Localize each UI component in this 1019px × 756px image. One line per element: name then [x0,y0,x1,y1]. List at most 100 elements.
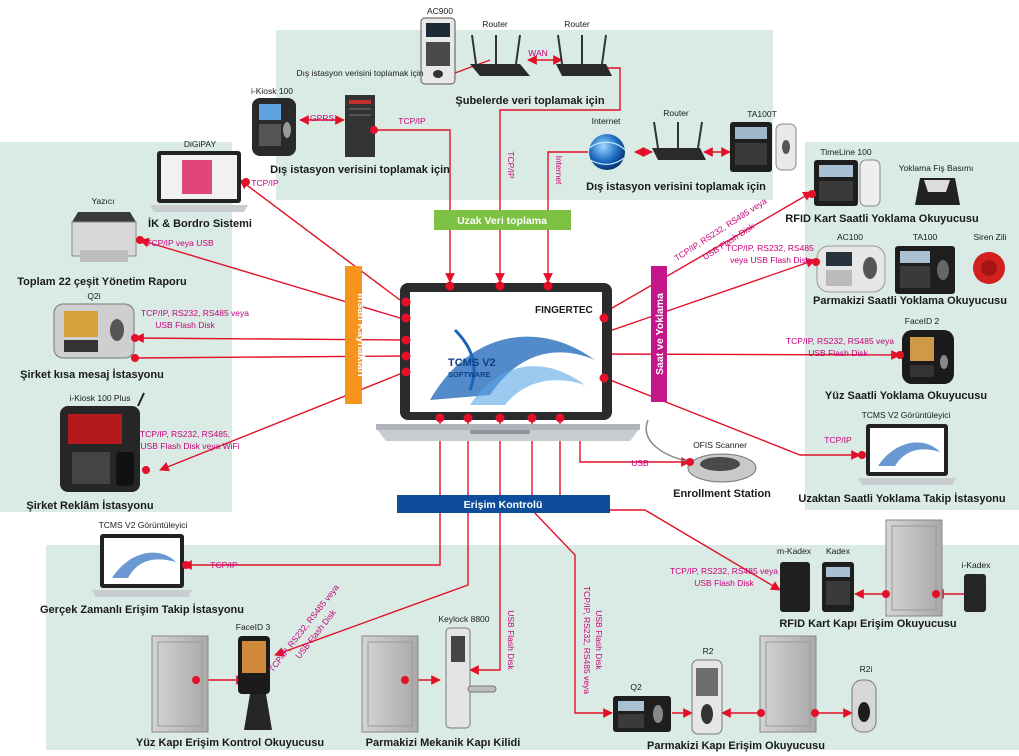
label-q2i-line2: USB Flash Disk [155,320,215,330]
brand-logo: FINGERTEC [535,305,593,316]
svg-text:i-Kiosk 100 Plus: i-Kiosk 100 Plus [70,393,131,403]
ikadex-reader: i-Kadex [962,560,992,612]
svg-text:Yoklama Fiş Basımı: Yoklama Fiş Basımı [899,163,974,173]
svg-text:Uzak Veri toplama: Uzak Veri toplama [457,215,547,227]
caption-rfid-door: RFID Kart Kapı Erişim Okuyucusu [779,618,956,630]
ikiosk100-terminal: i-Kiosk 100 [251,86,296,156]
svg-text:TCMS V2 Görüntüleyici: TCMS V2 Görüntüleyici [862,410,951,420]
keylock8800: Keylock 8800 [438,614,497,729]
caption-finger-door: Parmakizi Kapı Erişim Okuyucusu [647,740,825,752]
ta100t-terminal: TA100T [730,109,797,172]
viewer-laptop-time: TCMS V2 Görüntüleyici [858,410,956,485]
caption-face-time: Yüz Saatli Yoklama Okuyucusu [825,390,987,402]
label-wan: WAN [528,48,548,58]
caption-realtime-access: Gerçek Zamanlı Erişim Takip İstasyonu [40,603,244,616]
caption-rfid-time: RFID Kart Saatli Yoklama Okuyucusu [785,213,978,225]
center-port-dots [401,281,609,423]
band-remote: Uzak Veri toplama [434,210,571,230]
label-q2-line2: USB Flash Disk [594,610,604,670]
svg-text:R2i: R2i [860,664,873,674]
central-laptop: FINGERTEC TCMS V2 SOFTWARE [376,283,640,441]
svg-text:i-Kadex: i-Kadex [962,560,992,570]
band-hr: İnsan Kaynakları [345,266,368,404]
svg-text:Q2: Q2 [630,682,642,692]
label-tcpip-usb-printer: TCP/IP veya USB [146,238,214,248]
label-internet-vertical: Internet [554,156,564,185]
band-access: Erişim Kontrolü [397,495,610,513]
caption-remote-view: Uzaktan Saatli Yoklama Takip İstasyonu [798,492,1005,505]
software-title: TCMS V2 [448,357,496,369]
caption-face-door: Yüz Kapı Erişim Kontrol Okuyucusu [136,737,324,749]
kadex-reader: Kadex [822,546,854,612]
label-kadex-line1: TCP/IP, RS232, RS485 veya [670,566,778,576]
label-kiosk-line2: USB Flash Disk veya WiFi [140,441,239,451]
q2-terminal: Q2 [613,682,671,732]
label-kiosk-line1: TCP/IP, RS232, RS485, [140,429,230,439]
svg-text:TA100: TA100 [913,232,938,242]
label-tcpip-server: TCP/IP [398,116,426,126]
svg-text:TimeLine 100: TimeLine 100 [820,147,871,157]
r2-terminal: R2 [691,646,723,735]
svg-text:FaceID 2: FaceID 2 [905,316,940,326]
label-tcpip-branch: TCP/IP [506,151,516,179]
ikiosk100plus-terminal: i-Kiosk 100 Plus [60,392,145,492]
svg-text:TCMS V2 Görüntüleyici: TCMS V2 Görüntüleyici [99,520,188,530]
svg-text:Q2i: Q2i [87,291,100,301]
r2i-terminal: R2i [851,664,877,733]
label-kadex-line2: USB Flash Disk [694,578,754,588]
ofis-scanner: OFIS Scanner [645,419,757,483]
label-gprs: GPRS [310,113,334,123]
caption-finger-time: Parmakizi Saatli Yoklama Okuyucusu [813,295,1007,307]
caption-mech-lock: Parmakizi Mekanik Kapı Kilidi [366,737,521,749]
svg-text:Router: Router [564,19,590,29]
router-internet: Router [652,108,706,160]
label-tcpip-viewer: TCP/IP [824,435,852,445]
caption-enrollment: Enrollment Station [673,488,771,500]
caption-remote-internet: Dış istasyon verisini toplamak için [586,181,766,193]
label-usb-scanner: USB [631,458,649,468]
svg-text:Keylock 8800: Keylock 8800 [438,614,489,624]
caption-sms: Şirket kısa mesaj İstasyonu [20,368,164,381]
label-ac100-line2: veya USB Flash Disk [730,255,811,265]
digipay-laptop: DiGiPAY [150,139,248,212]
door-keylock [361,635,419,733]
label-tcpip-digipay: TCP/IP [251,178,279,188]
svg-text:Saat ve Yoklama: Saat ve Yoklama [654,293,666,375]
svg-text:Router: Router [482,19,508,29]
caption-branch: Şubelerde veri toplamak için [455,95,604,107]
door-faceid3 [151,635,209,733]
siren-bell-icon: Siren Zili [973,232,1007,284]
caption-report: Toplam 22 çeşit Yönetim Raporu [17,276,187,288]
svg-text:i-Kiosk 100: i-Kiosk 100 [251,86,293,96]
label-keylock-usb: USB Flash Disk [506,610,516,670]
ac900-terminal: AC900 [420,6,456,85]
label-ac100-line1: TCP/IP, RS232, RS485 [726,243,814,253]
svg-text:m-Kadex: m-Kadex [777,546,812,556]
ac100-terminal: AC100 [816,232,886,293]
caption-ads: Şirket Reklâm İstasyonu [26,499,153,512]
ta100-terminal: TA100 [895,232,955,294]
svg-text:Yazıcı: Yazıcı [92,196,115,206]
svg-text:AC900: AC900 [427,6,453,16]
caption-remote-ikiosk: Dış istasyon verisini toplamak için [270,164,450,176]
svg-text:FaceID 3: FaceID 3 [236,622,271,632]
svg-text:R2: R2 [703,646,714,656]
svg-text:Kadex: Kadex [826,546,851,556]
remote-server: Dış istasyon verisini toplamak için [296,68,424,157]
internet-globe-icon: Internet [588,116,626,170]
router-wan-1: Router [470,19,530,76]
svg-text:Router: Router [663,108,689,118]
label-q2i-line1: TCP/IP, RS232, RS485 veya [141,308,249,318]
svg-text:Siren Zili: Siren Zili [973,232,1006,242]
software-subtitle: SOFTWARE [448,370,491,379]
label-faceid2-line1: TCP/IP, RS232, RS485 veya [786,336,894,346]
timeline100-terminal: TimeLine 100 [814,147,881,207]
router-wan-2: Router [556,19,612,76]
label-tcpip-access-viewer: TCP/IP [210,560,238,570]
svg-text:Internet: Internet [592,116,621,126]
printer: Yazıcı [71,196,137,262]
door-kadex [885,519,943,617]
label-q2-line1: TCP/IP, RS232, RS485 veya [582,586,592,694]
svg-text:TA100T: TA100T [747,109,777,119]
